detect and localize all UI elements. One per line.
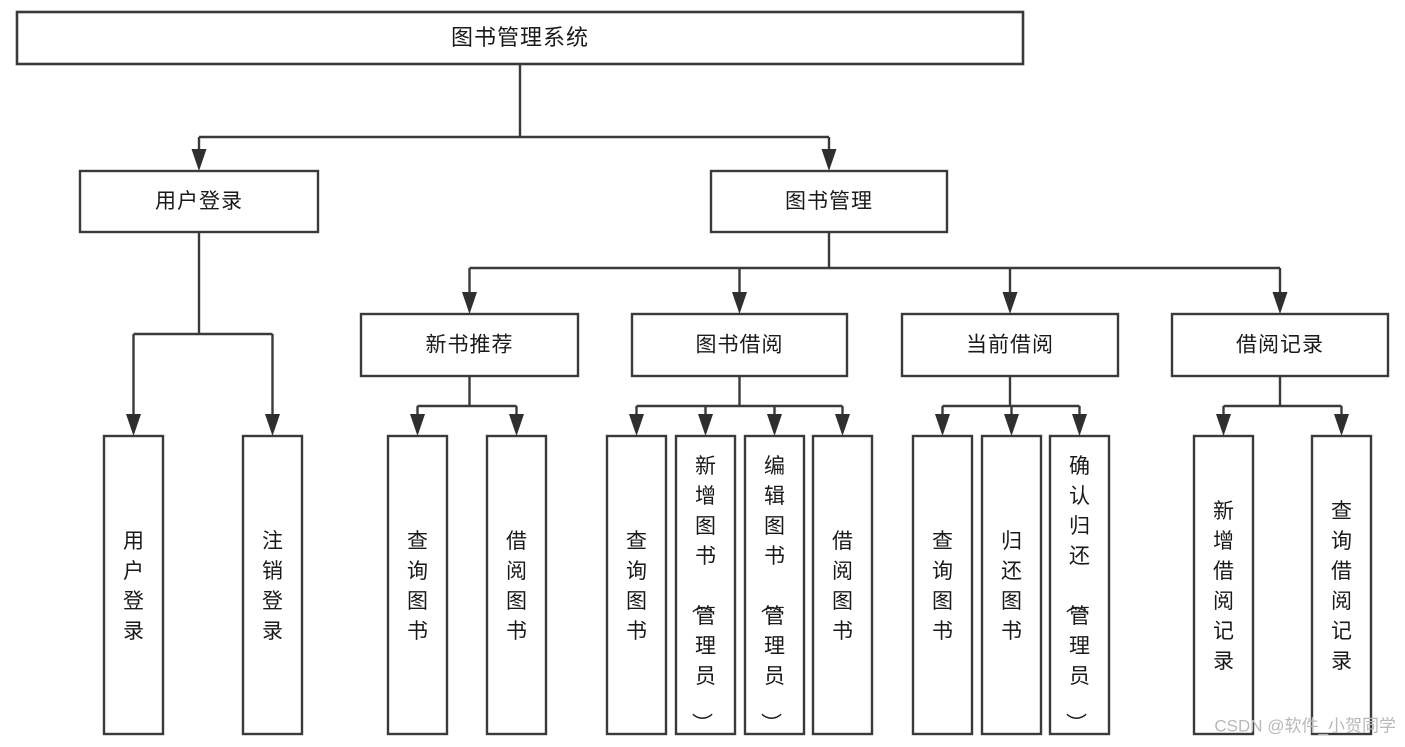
node-level3-3-box [1170, 312, 1390, 378]
node-leaf-0[interactable]: 用户登录 [102, 434, 165, 736]
level3-3-arrow-arrowhead [1272, 292, 1288, 314]
node-level2-0-label: 用户登录 [155, 190, 243, 213]
leaf-9-arrow-arrowhead [1004, 414, 1019, 436]
node-leaf-2-box [386, 434, 449, 736]
node-leaf-9-label: 归还图书 [1001, 530, 1022, 643]
node-boxes: 图书管理系统用户登录图书管理新书推荐图书借阅当前借阅借阅记录用户登录注销登录查询… [15, 10, 1390, 736]
node-leaf-10-label: 确认归还（管理员） [1064, 455, 1090, 734]
node-leaf-0-label: 用户登录 [123, 530, 144, 643]
node-level3-1[interactable]: 图书借阅 [630, 312, 849, 378]
connector-lines [126, 64, 1349, 436]
node-level3-0-box [359, 312, 580, 378]
node-leaf-10[interactable]: 确认归还（管理员） [1048, 434, 1111, 736]
node-leaf-12[interactable]: 查询借阅记录 [1310, 434, 1373, 736]
node-leaf-12-label: 查询借阅记录 [1331, 500, 1352, 673]
node-leaf-0-box [102, 434, 165, 736]
node-leaf-7[interactable]: 借阅图书 [811, 434, 874, 736]
node-level3-0-label: 新书推荐 [426, 334, 514, 357]
node-level3-3[interactable]: 借阅记录 [1170, 312, 1390, 378]
leaf-11-arrow-arrowhead [1216, 414, 1231, 436]
node-leaf-5[interactable]: 新增图书（管理员） [674, 434, 737, 736]
level3-1-arrow-arrowhead [732, 292, 747, 314]
leaf-7-arrow-arrowhead [835, 414, 850, 436]
node-leaf-1-box [241, 434, 304, 736]
node-level2-1[interactable]: 图书管理 [709, 169, 949, 234]
node-leaf-6-box [743, 434, 806, 736]
node-leaf-3[interactable]: 借阅图书 [485, 434, 548, 736]
node-level2-0[interactable]: 用户登录 [78, 169, 320, 234]
node-level3-1-label: 图书借阅 [696, 334, 784, 357]
node-leaf-4-box [605, 434, 668, 736]
level3-0-arrow-arrowhead [462, 292, 477, 314]
leaf-12-arrow-arrowhead [1334, 414, 1349, 436]
leaf-10-arrow-arrowhead [1072, 414, 1087, 436]
node-leaf-6[interactable]: 编辑图书（管理员） [743, 434, 806, 736]
leaf-4-arrow-arrowhead [629, 414, 644, 436]
leaf-5-arrow-arrowhead [698, 414, 713, 436]
node-root-label: 图书管理系统 [451, 25, 589, 50]
node-leaf-1-label: 注销登录 [262, 530, 283, 643]
leaf-3-arrow-arrowhead [509, 414, 524, 436]
node-leaf-1[interactable]: 注销登录 [241, 434, 304, 736]
node-leaf-5-label: 新增图书（管理员） [690, 455, 716, 734]
leaf-2-arrow-arrowhead [410, 414, 425, 436]
node-leaf-11-box [1192, 434, 1255, 736]
node-leaf-8[interactable]: 查询图书 [911, 434, 974, 736]
node-leaf-10-box [1048, 434, 1111, 736]
node-level3-2-label: 当前借阅 [966, 334, 1054, 357]
leaf-1-arrow-arrowhead [265, 414, 280, 436]
node-leaf-6-label: 编辑图书（管理员） [759, 455, 785, 734]
node-leaf-11[interactable]: 新增借阅记录 [1192, 434, 1255, 736]
node-leaf-5-box [674, 434, 737, 736]
node-leaf-9[interactable]: 归还图书 [980, 434, 1043, 736]
leaf-8-arrow-arrowhead [935, 414, 950, 436]
node-leaf-12-box [1310, 434, 1373, 736]
node-leaf-3-box [485, 434, 548, 736]
node-root[interactable]: 图书管理系统 [15, 10, 1025, 66]
node-level3-0[interactable]: 新书推荐 [359, 312, 580, 378]
level2-1-arrow-arrowhead [821, 149, 837, 171]
node-leaf-8-label: 查询图书 [932, 530, 953, 643]
node-root-box [15, 10, 1025, 66]
node-level3-1-box [630, 312, 849, 378]
node-leaf-4-label: 查询图书 [626, 530, 647, 643]
csdn-watermark: CSDN @软件_小贺同学 [1214, 716, 1396, 735]
node-level2-0-box [78, 169, 320, 234]
node-leaf-11-label: 新增借阅记录 [1213, 500, 1234, 673]
leaf-0-arrow-arrowhead [126, 414, 141, 436]
node-level3-2-box [900, 312, 1120, 378]
node-level3-2[interactable]: 当前借阅 [900, 312, 1120, 378]
node-leaf-7-box [811, 434, 874, 736]
level2-0-arrow-arrowhead [191, 149, 207, 171]
node-leaf-3-label: 借阅图书 [506, 530, 527, 643]
node-level2-1-label: 图书管理 [785, 190, 873, 213]
node-level2-1-box [709, 169, 949, 234]
node-leaf-2-label: 查询图书 [407, 530, 428, 643]
node-leaf-4[interactable]: 查询图书 [605, 434, 668, 736]
node-leaf-7-label: 借阅图书 [832, 530, 853, 643]
leaf-6-arrow-arrowhead [767, 414, 782, 436]
level3-2-arrow-arrowhead [1002, 292, 1018, 314]
node-level3-3-label: 借阅记录 [1236, 334, 1324, 357]
node-leaf-9-box [980, 434, 1043, 736]
node-leaf-2[interactable]: 查询图书 [386, 434, 449, 736]
node-leaf-8-box [911, 434, 974, 736]
